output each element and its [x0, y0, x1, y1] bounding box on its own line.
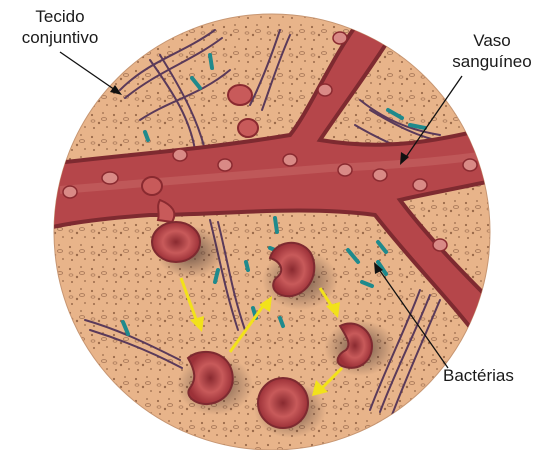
blood-vessel-label-line2: sanguíneo — [444, 51, 540, 72]
bacteria-label: Bactérias — [443, 365, 543, 386]
connective-tissue-label-line2: conjuntivo — [4, 27, 116, 48]
blood-vessel-label: Vaso sanguíneo — [444, 30, 540, 72]
connective-tissue-label-line1: Tecido — [4, 6, 116, 27]
connective-tissue-label: Tecido conjuntivo — [4, 6, 116, 48]
blood-vessel-label-line1: Vaso — [444, 30, 540, 51]
